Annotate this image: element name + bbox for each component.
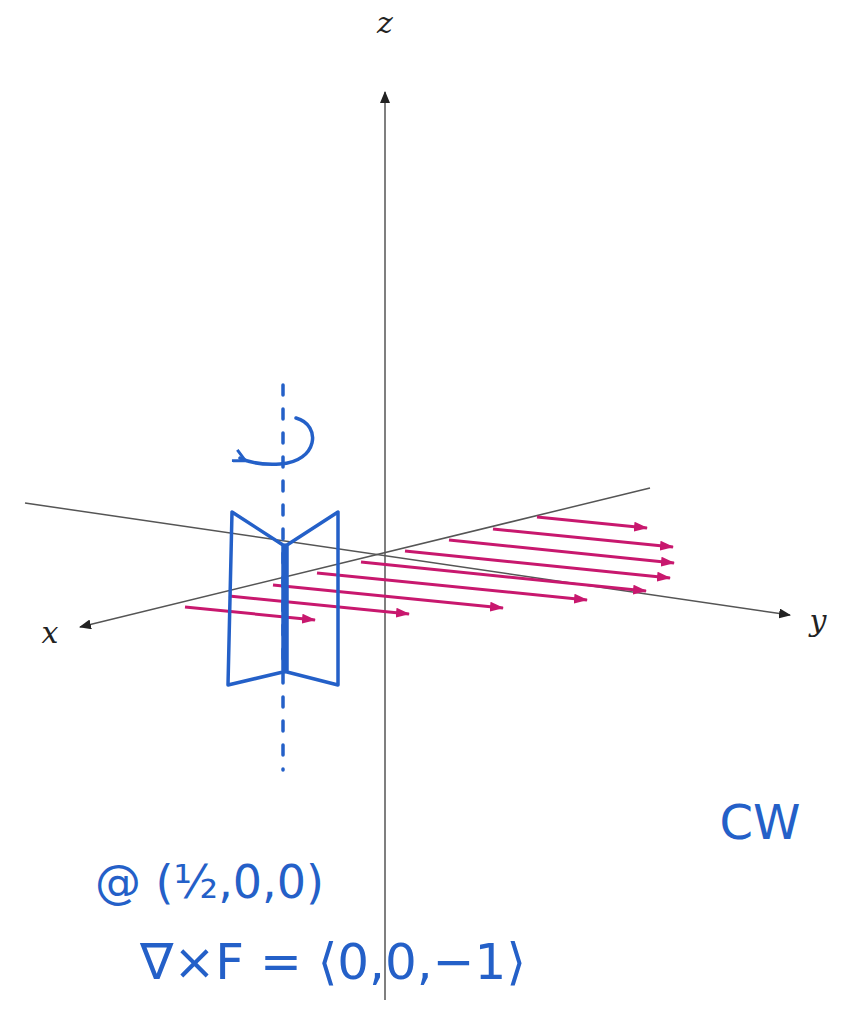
z-axis [384,92,386,1000]
field-arrows [185,517,674,620]
axis-label: x [42,616,59,649]
handwritten-note: CW [720,796,801,849]
y-axis [25,503,790,615]
x-axis [80,488,650,627]
axis-label: z [377,6,393,39]
paddle-wheel [228,385,338,770]
handwritten-note: ∇×F = ⟨0,0,−1⟩ [140,935,526,990]
axis-label: y [810,604,827,637]
handwritten-note: @ (½,0,0) [95,857,324,908]
